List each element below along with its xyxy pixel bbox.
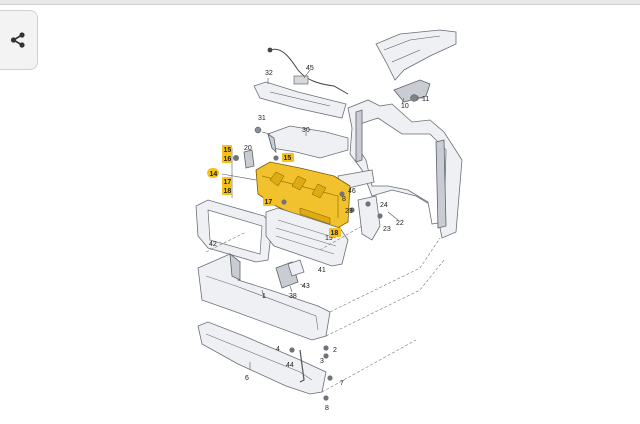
label-18b: 18	[331, 230, 339, 237]
label-1: 1	[262, 293, 266, 300]
label-30: 30	[302, 127, 310, 134]
clip-20	[243, 149, 255, 169]
label-6: 6	[245, 375, 249, 382]
air-guide-highlighted	[255, 161, 351, 231]
grille-42	[195, 199, 273, 263]
clip-23	[349, 207, 383, 219]
label-46: 46	[348, 188, 356, 195]
top-strip	[0, 0, 640, 5]
label-10: 10	[401, 103, 409, 110]
label-17a: 17	[224, 179, 232, 186]
label-23b: 23	[383, 226, 391, 233]
label-11: 11	[422, 96, 429, 103]
clip-24	[365, 201, 371, 207]
bolt-31	[254, 126, 271, 135]
label-8b: 8	[342, 196, 346, 203]
clip-16	[233, 155, 239, 161]
nut-11	[410, 94, 424, 102]
label-44: 44	[286, 362, 294, 369]
label-8: 8	[325, 405, 329, 412]
label-45: 45	[306, 65, 314, 72]
fastener-set	[289, 345, 333, 401]
label-7: 7	[340, 380, 344, 387]
label-31: 31	[258, 115, 266, 122]
label-24: 24	[380, 202, 388, 209]
clip-17	[281, 199, 287, 205]
label-32: 32	[265, 70, 273, 77]
label-15a: 15	[224, 147, 232, 154]
fender-part	[375, 29, 457, 81]
share-button[interactable]	[0, 10, 38, 70]
highlighted-labels: 15 16 14 17 18 15 17 18	[207, 145, 341, 237]
share-icon	[10, 32, 25, 48]
label-16: 16	[224, 156, 232, 163]
label-22: 22	[396, 220, 404, 227]
assembly-lines	[205, 225, 445, 393]
label-41: 41	[318, 267, 326, 274]
air-duct-32	[253, 81, 347, 119]
label-19: 19	[325, 235, 333, 242]
label-15b: 15	[284, 155, 292, 162]
label-17b: 17	[265, 199, 273, 206]
radiator-frame	[337, 99, 463, 239]
label-4: 4	[276, 346, 280, 353]
bracket-10	[393, 79, 431, 103]
nut-46	[339, 191, 345, 197]
sensor-38	[275, 259, 305, 289]
label-43: 43	[302, 283, 310, 290]
part-labels: 45 32 11 10 31 30 20 46 8 23 24 22 23 19…	[209, 65, 429, 412]
bolt-15	[273, 155, 279, 161]
label-38: 38	[289, 293, 297, 300]
label-42: 42	[209, 241, 217, 248]
grille-41	[265, 207, 349, 267]
label-3: 3	[320, 358, 324, 365]
label-14: 14	[210, 171, 218, 178]
label-23a: 23	[345, 208, 353, 215]
label-2: 2	[333, 347, 337, 354]
cable-45	[267, 47, 349, 95]
label-18a: 18	[224, 188, 232, 195]
cover-30	[267, 125, 349, 159]
label-20: 20	[244, 145, 252, 152]
bracket-22	[357, 195, 381, 241]
